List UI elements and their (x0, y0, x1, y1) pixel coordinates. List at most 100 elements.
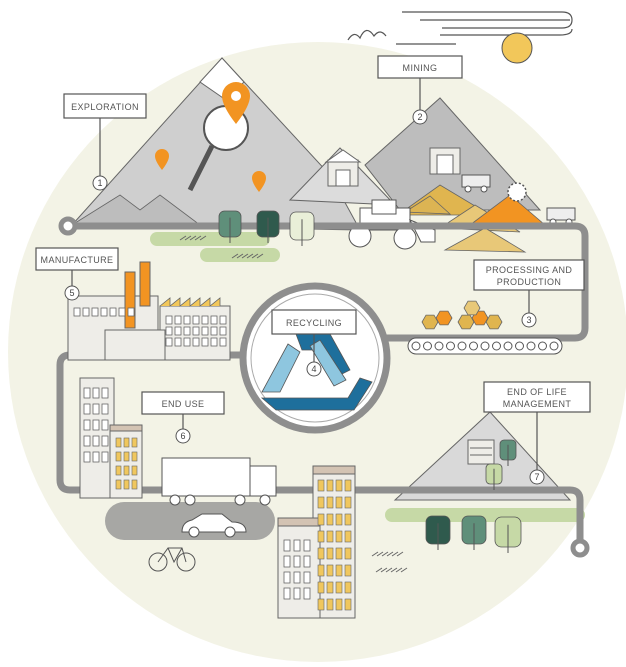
stage-label: PROCESSING AND (486, 265, 573, 275)
hatch-mark (184, 235, 192, 241)
label-box (483, 381, 591, 413)
window (92, 387, 100, 399)
window (317, 530, 325, 543)
hatch-mark (371, 551, 379, 557)
chimney (139, 261, 151, 307)
hatch-mark (390, 567, 398, 573)
roof-cap (312, 465, 356, 475)
hatch-mark (231, 253, 239, 259)
window (165, 315, 173, 325)
recycling-hub (239, 282, 391, 434)
truck-wheel-icon (234, 494, 246, 506)
window (303, 555, 311, 568)
window (335, 581, 343, 594)
window (201, 337, 209, 347)
stage-number-badge (175, 428, 191, 444)
window (317, 496, 325, 509)
ingot-hexagon (485, 314, 503, 330)
ingot-hexagon (421, 314, 439, 330)
hatch-mark (391, 551, 399, 557)
mine-buildings (324, 147, 461, 187)
recycle-arrow (260, 377, 373, 411)
hatch-mark (400, 567, 408, 573)
stage-label: MANUFACTURE (41, 255, 114, 265)
window (303, 539, 311, 552)
stage-number: 1 (97, 178, 102, 188)
sky-group (347, 11, 573, 64)
window (344, 530, 352, 543)
window (326, 547, 334, 560)
label-recycling: RECYCLING 4 (271, 309, 357, 377)
window (335, 479, 343, 492)
ore-piles (396, 184, 547, 253)
window (92, 419, 100, 431)
window (293, 587, 301, 600)
window (115, 465, 122, 476)
hatch-mark (199, 235, 207, 241)
window (131, 437, 138, 448)
window (82, 307, 90, 317)
cloud-icon (347, 29, 387, 41)
truck-trailer (161, 457, 251, 497)
window (344, 564, 352, 577)
window (219, 315, 227, 325)
grass-patch (200, 248, 280, 262)
window (344, 598, 352, 611)
window (131, 465, 138, 476)
conveyor-roller-icon (446, 341, 455, 351)
window (326, 513, 334, 526)
hatch-mark (381, 551, 389, 557)
conveyor-roller-icon (492, 341, 501, 351)
hatch-mark (395, 567, 403, 573)
mine-roof (324, 149, 362, 163)
window (317, 513, 325, 526)
mine-door (335, 169, 351, 187)
hatch-mark (251, 253, 259, 259)
window (335, 496, 343, 509)
transport-group (105, 457, 277, 572)
window (326, 581, 334, 594)
factory-group (67, 261, 231, 361)
label-end-use: END USE 6 (141, 391, 225, 444)
stage-number-badge (92, 175, 108, 191)
hatch-mark (256, 253, 264, 259)
window (283, 539, 291, 552)
landfill-building (467, 439, 495, 465)
window (219, 337, 227, 347)
stage-number-badge (64, 285, 80, 301)
hatch-mark (376, 551, 384, 557)
window (293, 555, 301, 568)
window (183, 315, 191, 325)
window (100, 307, 108, 317)
bicycle-frame-icon (157, 547, 187, 564)
truck-cab (249, 465, 277, 497)
window (317, 479, 325, 492)
stage-label: PRODUCTION (497, 277, 562, 287)
window (183, 337, 191, 347)
window (283, 587, 291, 600)
label-box (271, 309, 357, 335)
hatch-mark (246, 253, 254, 259)
window (92, 403, 100, 415)
roof-cap (277, 517, 321, 527)
stage-label: END USE (162, 399, 205, 409)
car-wheel-icon (188, 526, 200, 538)
location-pin-icon (155, 149, 169, 170)
hatch-mark (385, 567, 393, 573)
stage-number: 6 (180, 431, 185, 441)
window (83, 387, 91, 399)
window (123, 437, 130, 448)
window (317, 564, 325, 577)
truck-wheel-icon (259, 494, 271, 506)
window (293, 539, 301, 552)
hatch-mark (179, 235, 187, 241)
conveyor-roller-icon (423, 341, 432, 351)
stage-label: MANAGEMENT (503, 399, 572, 409)
tractor-wheel-icon (393, 226, 417, 250)
recycle-icon (260, 333, 373, 411)
roof-cap (109, 424, 143, 432)
window (92, 435, 100, 447)
hatch-mark (241, 253, 249, 259)
window (73, 307, 81, 317)
window (335, 513, 343, 526)
